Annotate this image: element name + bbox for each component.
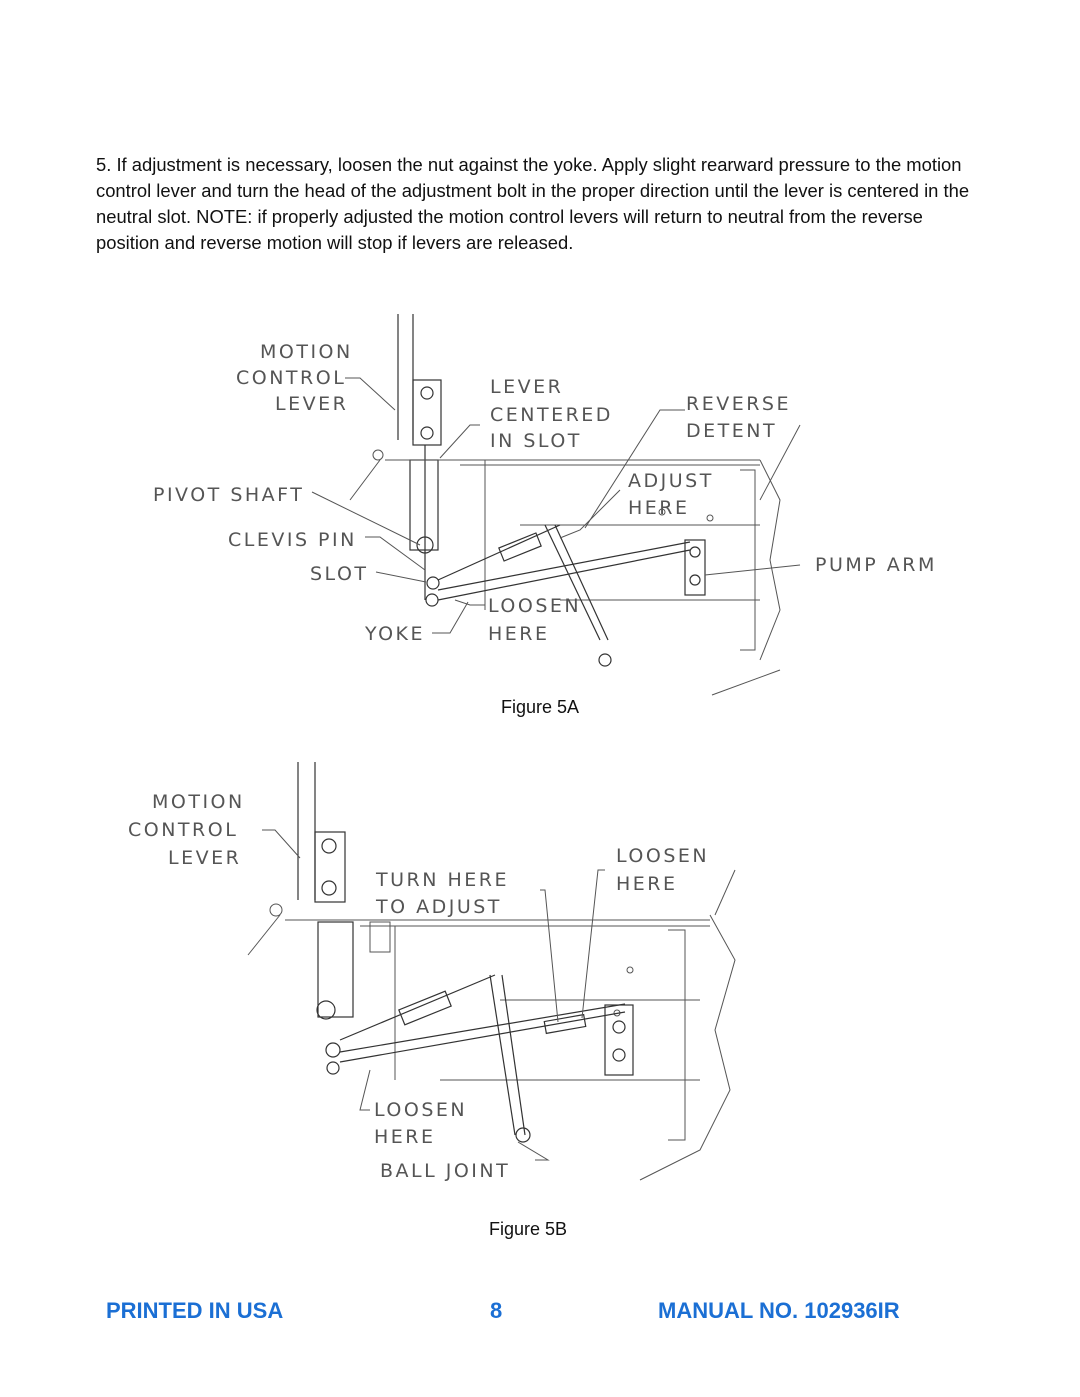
leader-lines: [311, 377, 801, 634]
label-motion: MOTION: [152, 791, 245, 813]
figure-5b-diagram: MOTION CONTROL LEVER TURN HERE TO ADJUST…: [0, 750, 1080, 1200]
linkage-rods: [339, 974, 634, 1143]
label-turn-here: TURN HERE: [375, 869, 509, 891]
label-here-adjust: HERE: [628, 497, 690, 519]
linkage-rods: [437, 524, 706, 667]
label-pivot-shaft: PIVOT SHAFT: [153, 484, 304, 506]
label-here-bottom: HERE: [374, 1126, 436, 1148]
label-lever-centered-2: CENTERED: [490, 404, 613, 426]
label-lever-centered-1: LEVER: [490, 376, 563, 398]
label-control: CONTROL: [236, 367, 346, 389]
footer-manual-number: MANUAL NO. 102936IR: [658, 1298, 900, 1323]
label-here-loosen: HERE: [488, 623, 550, 645]
frame-body: [247, 869, 736, 1181]
label-yoke: YOKE: [364, 623, 425, 645]
label-control: CONTROL: [128, 819, 238, 841]
frame-body: [349, 449, 781, 696]
label-loosen: LOOSEN: [488, 595, 581, 617]
label-lever: LEVER: [275, 393, 348, 415]
label-ball-joint: BALL JOINT: [380, 1160, 510, 1182]
footer-page-number: 8: [490, 1298, 503, 1323]
label-lever-centered-3: IN SLOT: [490, 430, 582, 452]
label-loosen-top: LOOSEN: [616, 845, 709, 867]
leader-lines: [262, 829, 605, 1161]
label-adjust: ADJUST: [628, 470, 714, 492]
motion-control-lever: [397, 314, 442, 607]
figure-5a-caption: Figure 5A: [500, 697, 580, 717]
label-to-adjust: TO ADJUST: [375, 896, 502, 918]
instruction-paragraph: 5. If adjustment is necessary, loosen th…: [96, 154, 970, 253]
label-slot: SLOT: [310, 563, 369, 585]
footer-printed-in-usa: PRINTED IN USA: [106, 1298, 284, 1323]
label-pump-arm: PUMP ARM: [815, 554, 937, 576]
label-here-top: HERE: [616, 873, 678, 895]
label-reverse: REVERSE: [686, 393, 791, 415]
label-loosen-bottom: LOOSEN: [374, 1099, 467, 1121]
label-detent: DETENT: [686, 420, 777, 442]
motion-control-lever: [297, 762, 354, 1075]
label-motion: MOTION: [260, 341, 353, 363]
label-clevis-pin: CLEVIS PIN: [228, 529, 357, 551]
figure-5a-diagram: MOTION CONTROL LEVER LEVER CENTERED IN S…: [0, 300, 1080, 700]
figure-5b-caption: Figure 5B: [488, 1219, 568, 1239]
label-lever: LEVER: [168, 847, 241, 869]
